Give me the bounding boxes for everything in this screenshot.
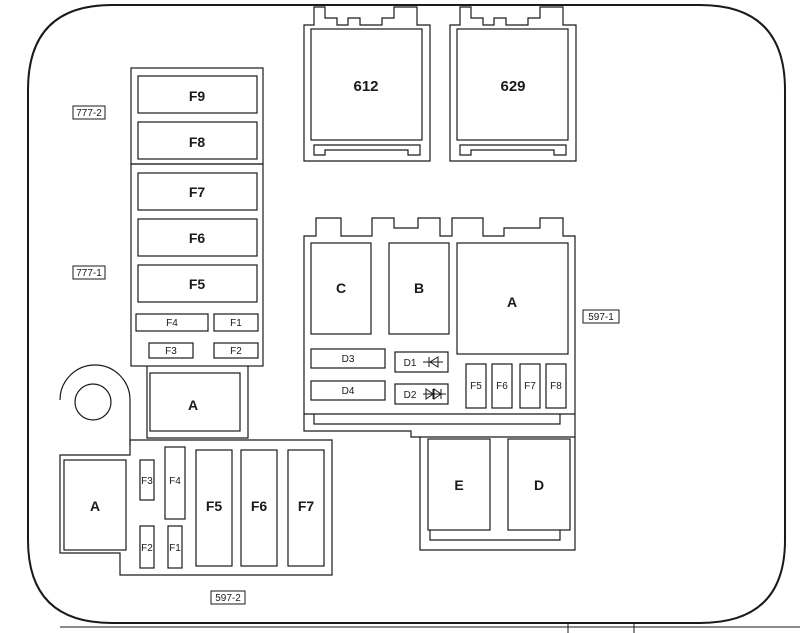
relay-B — [388, 242, 450, 335]
fuse-F4 — [135, 313, 209, 332]
left-fuse-block — [130, 67, 264, 439]
fuse-bottom-F1-label: F1 — [169, 543, 181, 554]
fuse-F9 — [137, 75, 258, 114]
diode-symbol-icon — [423, 356, 443, 368]
fuse-F8-label: F8 — [189, 134, 206, 150]
fuse-bottom-F4-label: F4 — [169, 476, 181, 487]
relay-629 — [449, 6, 577, 162]
fuse-F2-label: F2 — [230, 346, 242, 357]
relay-612 — [303, 6, 431, 162]
relay-C — [310, 242, 372, 335]
fuse-right-F8 — [545, 363, 567, 409]
diode-D3 — [310, 348, 386, 369]
relay-left-A-label: A — [188, 397, 198, 413]
diode-D4-label: D4 — [342, 386, 355, 397]
connector-tag-597-2: 597-2 — [210, 590, 246, 605]
double-diode-symbol-icon — [423, 388, 446, 400]
fuse-F2 — [213, 342, 259, 359]
relay-B-label: B — [414, 280, 424, 296]
fuse-F8 — [137, 121, 258, 160]
fuse-bottom-F3 — [139, 459, 155, 501]
fuse-bottom-F5 — [195, 449, 233, 567]
fuse-F7 — [137, 172, 258, 211]
relay-C-label: C — [336, 280, 346, 296]
fuse-right-F8-label: F8 — [550, 381, 562, 392]
relay-right-A-label: A — [507, 294, 517, 310]
diode-D1-label: D1 — [404, 358, 417, 369]
relay-612-label: 612 — [353, 78, 378, 95]
relay-D-label: D — [534, 477, 544, 493]
diode-D2-label: D2 — [404, 390, 417, 401]
fuse-bottom-F7-label: F7 — [298, 498, 315, 514]
fuse-F3 — [148, 342, 194, 359]
fuse-bottom-F6 — [240, 449, 278, 567]
fuse-F7-label: F7 — [189, 184, 206, 200]
connector-tag-777-2: 777-2 — [72, 105, 106, 120]
fuse-bottom-F6-label: F6 — [251, 498, 268, 514]
relay-629-label: 629 — [500, 78, 525, 95]
relay-left-A — [149, 372, 241, 432]
connector-tag-777-2-label: 777-2 — [76, 108, 102, 119]
fuse-F5 — [137, 264, 258, 303]
fuse-box-outline — [27, 4, 786, 624]
fuse-F6 — [137, 218, 258, 257]
fuse-F1 — [213, 313, 259, 332]
diode-D1 — [394, 351, 449, 373]
fuse-F6-label: F6 — [189, 230, 206, 246]
relay-right-A — [456, 242, 569, 355]
relay-E — [427, 438, 491, 531]
connector-tag-597-1-label: 597-1 — [588, 312, 614, 323]
fuse-bottom-F5-label: F5 — [206, 498, 223, 514]
relay-D — [507, 438, 571, 531]
fuse-right-F5 — [465, 363, 487, 409]
fuse-F4-label: F4 — [166, 318, 178, 329]
battery-stud — [59, 364, 131, 445]
fuse-F5-label: F5 — [189, 276, 206, 292]
relay-E-label: E — [454, 477, 463, 493]
connector-tag-597-1: 597-1 — [582, 309, 620, 324]
fuse-bottom-F1 — [167, 525, 183, 569]
fuse-bottom-F2 — [139, 525, 155, 569]
bottom-fuse-block — [59, 439, 333, 576]
connector-tag-777-1-label: 777-1 — [76, 268, 102, 279]
connector-tag-597-2-label: 597-2 — [215, 593, 241, 604]
connector-tag-777-1: 777-1 — [72, 265, 106, 280]
fuse-F3-label: F3 — [165, 346, 177, 357]
diode-D3-label: D3 — [342, 354, 355, 365]
fuse-bottom-F2-label: F2 — [141, 543, 153, 554]
relay-bottom-A-label: A — [90, 498, 100, 514]
diode-D4 — [310, 380, 386, 401]
fuse-right-F5-label: F5 — [470, 381, 482, 392]
fuse-right-F6-label: F6 — [496, 381, 508, 392]
fuse-F9-label: F9 — [189, 88, 206, 104]
diode-D2 — [394, 383, 449, 405]
fuse-bottom-F3-label: F3 — [141, 476, 153, 487]
fuse-right-F7-label: F7 — [524, 381, 536, 392]
right-relay-block — [303, 217, 576, 551]
fuse-right-F7 — [519, 363, 541, 409]
fuse-bottom-F4 — [164, 446, 186, 520]
relay-bottom-A — [63, 459, 127, 551]
fuse-right-F6 — [491, 363, 513, 409]
fuse-F1-label: F1 — [230, 318, 242, 329]
fuse-bottom-F7 — [287, 449, 325, 567]
